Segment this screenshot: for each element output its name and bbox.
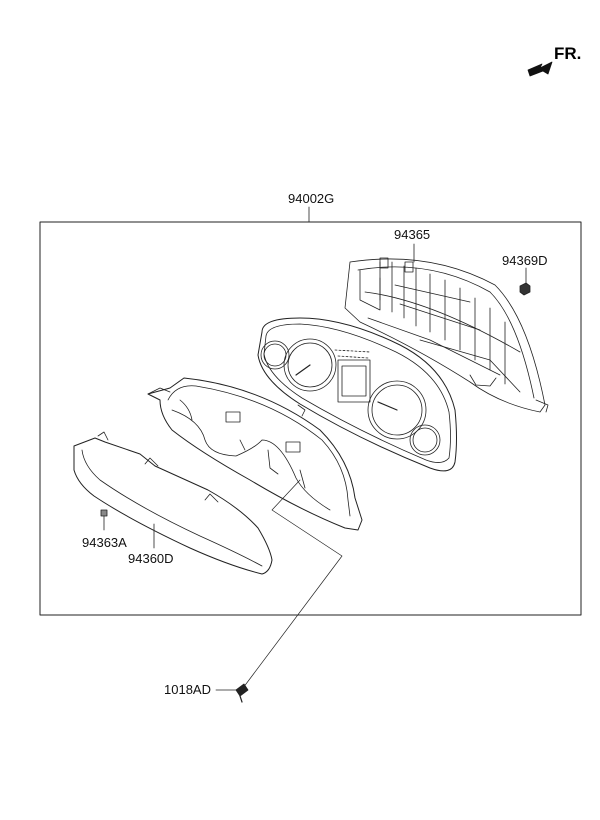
window-glass (73, 431, 273, 575)
front-direction-arrow-icon (527, 61, 553, 77)
cover-clip-icon (100, 509, 108, 517)
rear-case-part-number: 94365 (394, 227, 431, 242)
screw-part-number: 1018AD (164, 682, 211, 697)
assembly-frame (39, 221, 582, 616)
front-direction-label: FR. (554, 44, 582, 63)
window-glass-part-number: 94360D (128, 551, 174, 566)
gauge-panel (257, 317, 457, 472)
bulb-part-number: 94369D (502, 253, 548, 268)
screw-icon (235, 683, 249, 703)
rear-case (344, 257, 549, 413)
cover-clip-part-number: 94363A (82, 535, 127, 550)
assembly-part-number: 94002G (288, 191, 335, 206)
bulb-icon (519, 282, 531, 296)
screw-leader (242, 479, 343, 689)
facia-frame (147, 377, 363, 531)
